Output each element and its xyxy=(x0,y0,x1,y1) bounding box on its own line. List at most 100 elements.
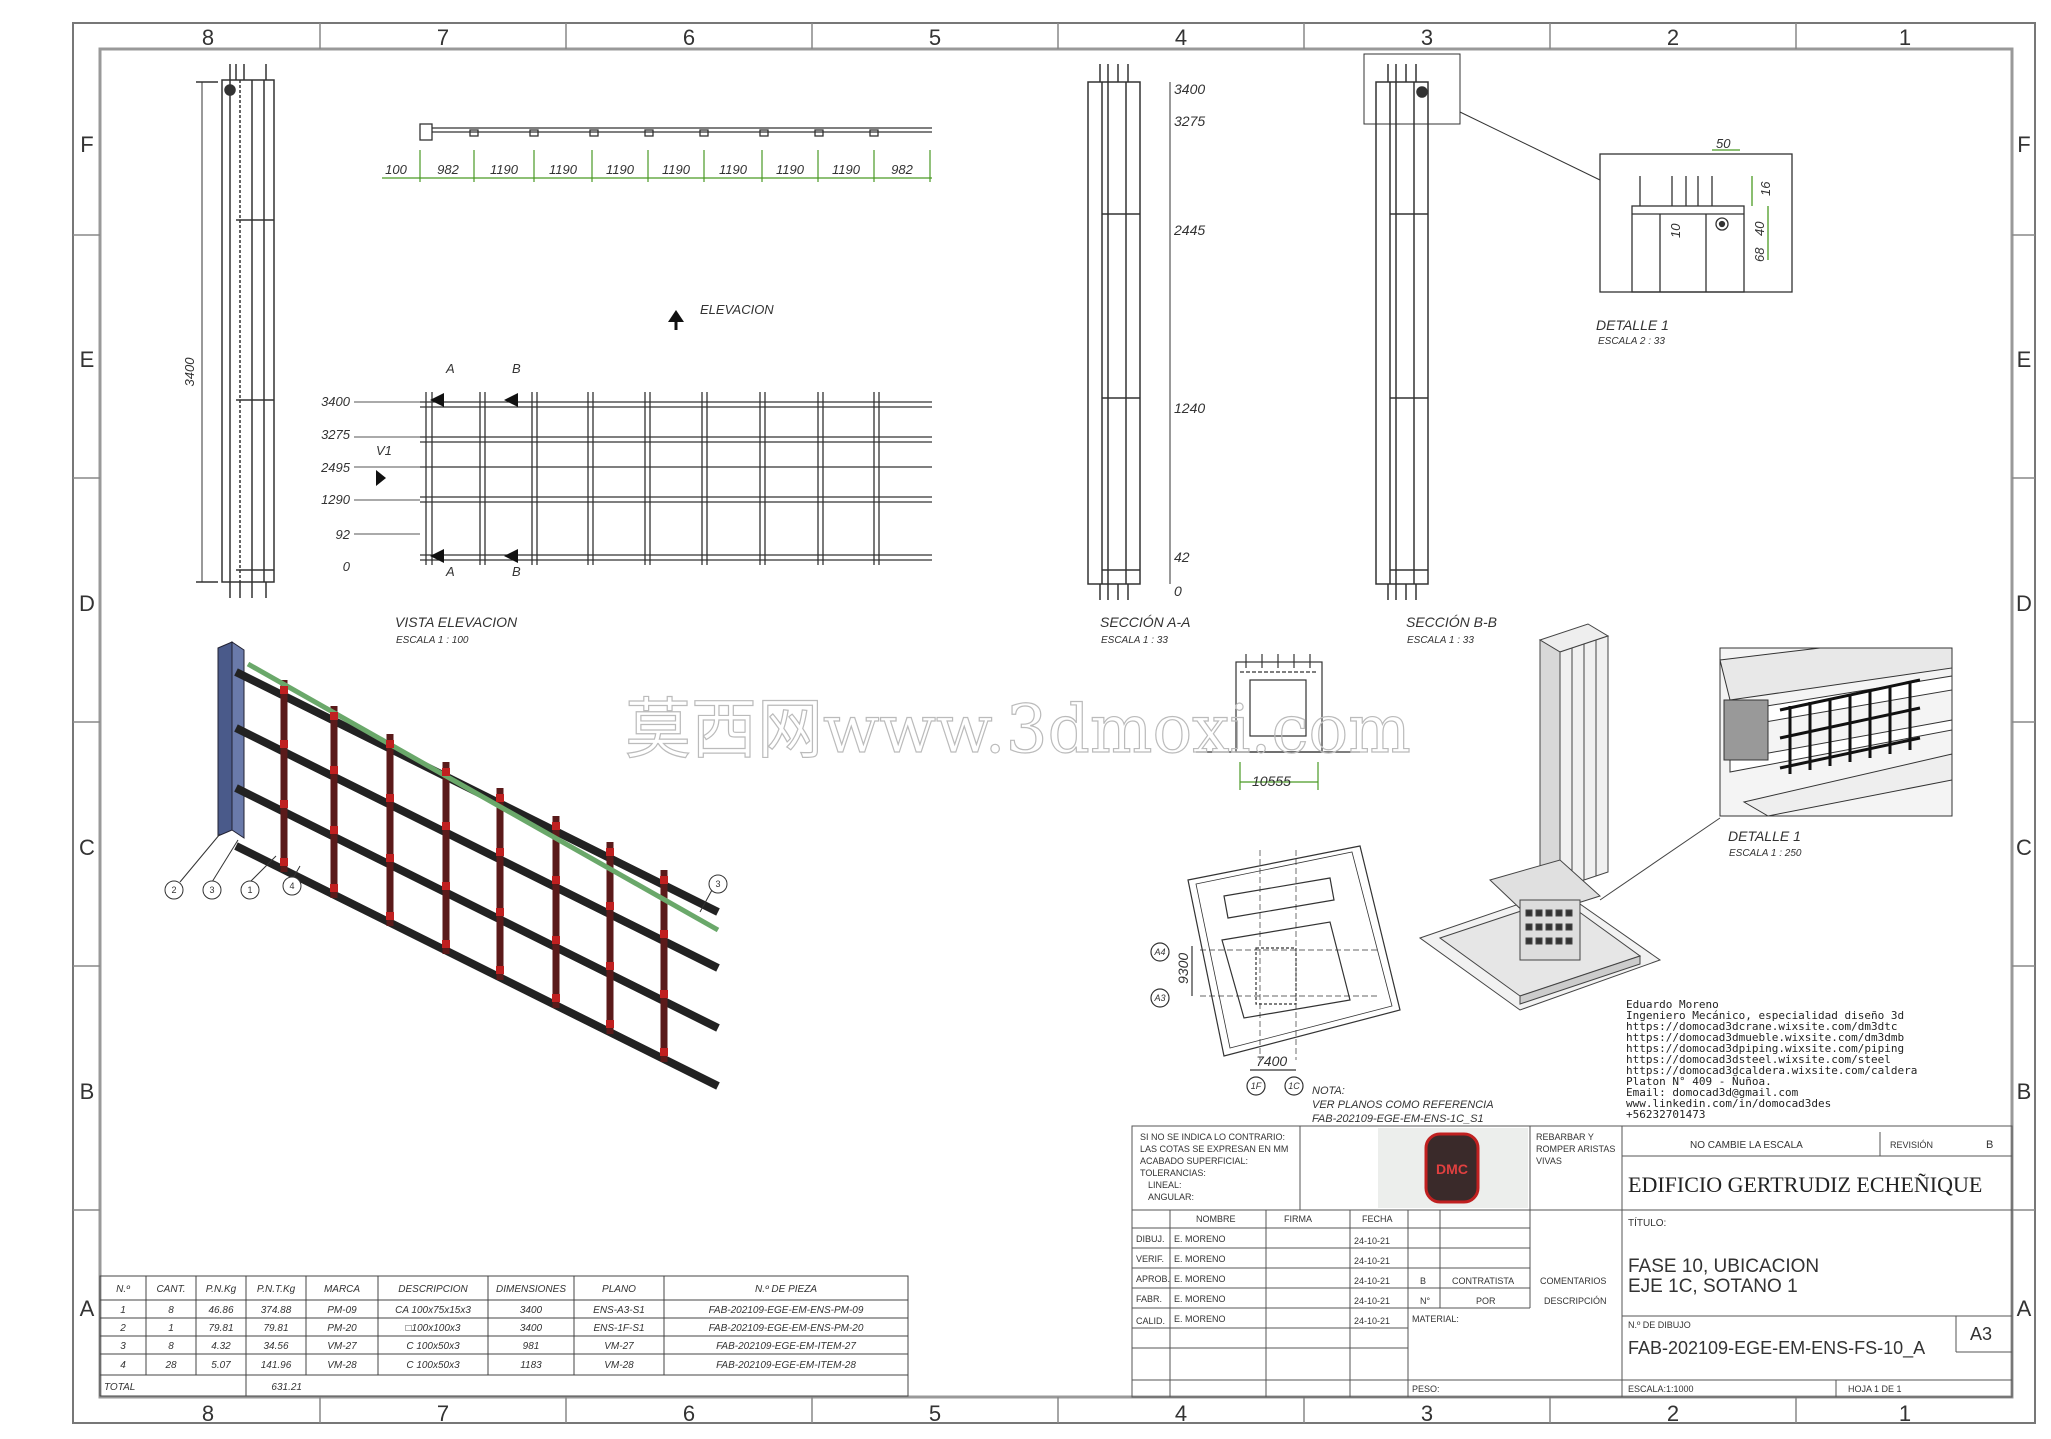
detail-dim: 50 xyxy=(1716,136,1731,151)
zone-row-label: F xyxy=(2017,132,2030,157)
bom-cell: 4.32 xyxy=(211,1341,231,1352)
zone-row-label: C xyxy=(2016,835,2032,860)
tb-titulo-1: FASE 10, UBICACION xyxy=(1628,1256,1819,1277)
bom-cell: ENS-A3-S1 xyxy=(593,1305,645,1316)
zone-col-label: 5 xyxy=(929,1401,941,1426)
author-line: https://domocad3dsteel.wixsite.com/steel xyxy=(1626,1053,1891,1066)
tb-name: E. MORENO xyxy=(1174,1234,1226,1244)
tb-drawing-no-label: N.º DE DIBUJO xyxy=(1628,1320,1691,1330)
site-axes: A4 A3 1F 1C xyxy=(1153,947,1300,1091)
elevation-levels: 3400 3275 2495 1290 92 0 xyxy=(320,394,351,574)
building-isometric xyxy=(1418,623,1721,1011)
tb-note: LINEAL: xyxy=(1148,1180,1182,1190)
plan-width-dim: 10555 xyxy=(1252,773,1291,789)
detail-view-top xyxy=(1599,149,1793,293)
author-line: Email: domocad3d@gmail.com xyxy=(1626,1086,1799,1099)
tb-rev-col: COMENTARIOS xyxy=(1540,1276,1606,1286)
bom-cell: 141.96 xyxy=(261,1360,292,1371)
note-line-1: VER PLANOS COMO REFERENCIA xyxy=(1312,1099,1494,1111)
zone-row-label: E xyxy=(80,347,95,372)
zone-col-label: 4 xyxy=(1175,1401,1187,1426)
bom-cell: 1 xyxy=(168,1323,174,1334)
watermark: 莫西网www.3dmoxi.com xyxy=(625,691,1411,768)
tb-peso-label: PESO: xyxy=(1412,1384,1440,1394)
bom-cell: 1 xyxy=(120,1305,126,1316)
tb-col: FIRMA xyxy=(1284,1214,1312,1224)
tb-finish: REBARBAR Y xyxy=(1536,1132,1594,1142)
tb-name: E. MORENO xyxy=(1174,1314,1226,1324)
sec-level: 0 xyxy=(1174,583,1182,599)
tb-rev-col2: N° xyxy=(1420,1296,1430,1306)
tb-approvals: NOMBRE FIRMA FECHA DIBUJ. VERIF. APROB. … xyxy=(1136,1214,1902,1394)
top-dim: 1190 xyxy=(606,162,635,177)
top-dim: 1190 xyxy=(662,162,691,177)
top-dim: 1190 xyxy=(490,162,519,177)
detail-dim: 16 xyxy=(1758,181,1773,196)
zone-labels: 8 7 6 5 4 3 2 1 8 7 6 5 4 3 2 1 F E D C … xyxy=(79,25,2032,1426)
title-notes: SI NO SE INDICA LO CONTRARIO: LAS COTAS … xyxy=(1140,1132,1615,1202)
bom-cell: 2 xyxy=(119,1323,126,1334)
tb-role: VERIF. xyxy=(1136,1254,1164,1264)
bom-cell: 981 xyxy=(523,1341,540,1352)
detail-dim: 40 xyxy=(1752,221,1767,236)
bom-cell: 1183 xyxy=(520,1360,542,1371)
title-block xyxy=(1131,1125,2013,1398)
tb-drawing-no: FAB-202109-EGE-EM-ENS-FS-10_A xyxy=(1628,1338,1925,1359)
tb-revision-label: REVISIÓN xyxy=(1890,1140,1933,1150)
tb-rev-col: B xyxy=(1420,1276,1426,1286)
tb-role: DIBUJ. xyxy=(1136,1234,1165,1244)
isometric-assembly xyxy=(164,641,728,1090)
author-line: www.linkedin.com/in/domocad3des xyxy=(1626,1097,1831,1110)
side-height-dim: 3400 xyxy=(182,357,197,387)
bom-header-cell: DIMENSIONES xyxy=(496,1284,566,1295)
bom-rows: 1 8 46.86 374.88 PM-09 CA 100x75x15x3 34… xyxy=(119,1305,864,1371)
elevation-arrow-label: ELEVACION xyxy=(700,302,774,317)
bom-cell: 374.88 xyxy=(261,1305,292,1316)
tb-sheet: HOJA 1 DE 1 xyxy=(1848,1384,1902,1394)
top-dim: 1190 xyxy=(832,162,861,177)
bom-cell: PM-20 xyxy=(327,1323,357,1334)
bom-cell: VM-28 xyxy=(327,1360,357,1371)
top-dim: 100 xyxy=(385,162,407,177)
bom-cell: VM-27 xyxy=(604,1341,634,1352)
author-line: https://domocad3dcrane.wixsite.com/dm3dt… xyxy=(1626,1020,1898,1033)
note-title: NOTA: xyxy=(1312,1085,1345,1097)
bom-header-cell: MARCA xyxy=(324,1284,360,1295)
detail-dim: 10 xyxy=(1668,223,1683,238)
tb-role: FABR. xyxy=(1136,1294,1162,1304)
tb-finish: ROMPER ARISTAS xyxy=(1536,1144,1615,1154)
top-dims: 100 982 1190 1190 1190 1190 1190 1190 11… xyxy=(385,162,913,177)
zone-col-label: 6 xyxy=(683,25,695,50)
zone-row-label: C xyxy=(79,835,95,860)
bom-table xyxy=(99,1275,909,1397)
tb-titulo-label: TÍTULO: xyxy=(1628,1216,1666,1229)
tb-rev-col2: POR xyxy=(1476,1296,1496,1306)
zone-col-label: 1 xyxy=(1899,25,1911,50)
bom-total-value: 631.21 xyxy=(271,1382,302,1393)
view-title-seccion-aa: SECCIÓN A-A xyxy=(1100,614,1191,630)
bom-header-cell: P.N.Kg xyxy=(206,1284,237,1295)
tb-date: 24-10-21 xyxy=(1354,1256,1390,1266)
inner-border xyxy=(98,47,2014,1399)
tb-name: E. MORENO xyxy=(1174,1294,1226,1304)
zone-row-label: B xyxy=(80,1079,95,1104)
bom-cell: CA 100x75x15x3 xyxy=(395,1305,471,1316)
bom-header-cell: PLANO xyxy=(602,1284,636,1295)
section-arrow-icon xyxy=(504,393,518,407)
elevation-level-leaders xyxy=(354,401,420,535)
outer-border xyxy=(72,22,2036,1424)
tb-role: CALID. xyxy=(1136,1316,1165,1326)
top-dim: 1190 xyxy=(719,162,748,177)
zone-col-label: 5 xyxy=(929,25,941,50)
zone-col-label: 8 xyxy=(202,1401,214,1426)
zone-col-label: 8 xyxy=(202,25,214,50)
section-bb-view xyxy=(1363,53,1601,600)
elev-level: 3275 xyxy=(321,427,351,442)
zone-row-label: D xyxy=(79,591,95,616)
tb-note: ACABADO SUPERFICIAL: xyxy=(1140,1156,1248,1166)
author-line: https://domocad3dcaldera.wixsite.com/cal… xyxy=(1626,1064,1917,1077)
bom-cell: □100x100x3 xyxy=(406,1323,461,1334)
site-plan-view xyxy=(1150,845,1401,1096)
elev-level: 92 xyxy=(336,527,351,542)
zone-col-label: 7 xyxy=(437,25,449,50)
